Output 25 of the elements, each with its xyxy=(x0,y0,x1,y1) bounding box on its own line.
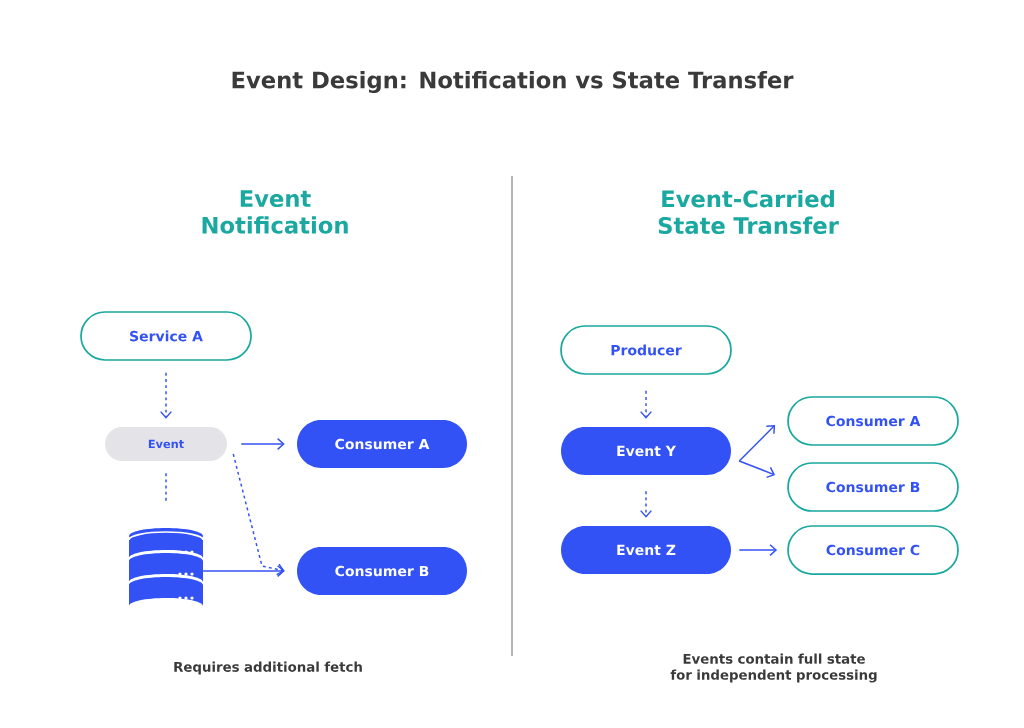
rounded-box: Consumer C xyxy=(787,525,959,575)
arrow xyxy=(738,425,776,462)
rounded-box: Producer xyxy=(560,325,732,375)
title: Event Design: Notification vs State Transfer xyxy=(232,70,794,94)
event-pill: Event xyxy=(105,427,227,461)
arrow xyxy=(639,390,653,419)
arrow xyxy=(201,564,285,578)
arrow xyxy=(159,372,173,419)
rounded-box: Consumer A xyxy=(297,420,467,468)
rounded-box: Service A xyxy=(80,311,252,361)
note: Requires additional fetch xyxy=(174,661,362,675)
note: Events contain full state for independent processing xyxy=(670,653,877,683)
arrow xyxy=(738,543,778,557)
rounded-box: Consumer A xyxy=(787,396,959,446)
rounded-box: Event Y xyxy=(561,427,731,475)
heading: Event-Carried State Transfer xyxy=(658,189,839,235)
arrow xyxy=(240,437,285,451)
rounded-box: Event Z xyxy=(561,526,731,574)
database-drawing xyxy=(128,528,204,606)
rounded-box: Consumer B xyxy=(297,547,467,595)
arrow xyxy=(639,490,653,518)
heading: Event Notification xyxy=(202,190,348,234)
rounded-box: Consumer B xyxy=(787,462,959,512)
arrow xyxy=(738,460,776,479)
arrow xyxy=(232,453,285,576)
